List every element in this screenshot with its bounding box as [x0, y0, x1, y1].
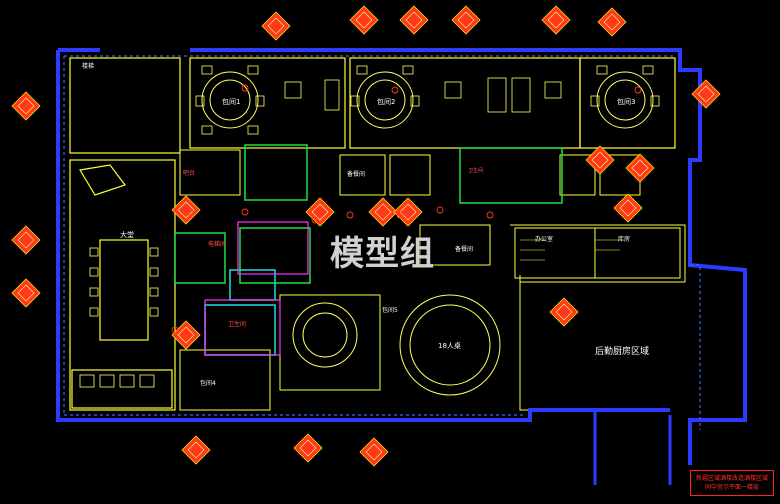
- label-storage: 库房: [618, 235, 630, 243]
- service-rooms: [179, 149, 681, 411]
- callout-marker: [171, 320, 201, 350]
- room-tags: [171, 84, 642, 334]
- title-line-1: 新疆区域酒楼改造酒楼区域: [695, 475, 768, 482]
- callout-marker: [359, 437, 389, 467]
- label-private3: 包间3: [617, 97, 635, 106]
- callout-marker: [399, 5, 429, 35]
- label-office: 办公室: [535, 235, 553, 243]
- conference-chairs: [79, 247, 159, 388]
- callout-marker: [181, 435, 211, 465]
- callout-marker: [393, 197, 423, 227]
- label-kitchen-area: 后勤厨房区域: [595, 345, 649, 357]
- callout-marker: [368, 197, 398, 227]
- outer-wall-dashed: [63, 55, 701, 430]
- callout-marker: [549, 297, 579, 327]
- outer-walls: [56, 48, 747, 485]
- callout-marker: [11, 91, 41, 121]
- callout-marker: [691, 79, 721, 109]
- callout-markers: [11, 5, 721, 467]
- callout-marker: [625, 153, 655, 183]
- callout-marker: [597, 7, 627, 37]
- label-pantry: 备餐间: [347, 170, 365, 178]
- callout-marker: [261, 11, 291, 41]
- callout-marker: [585, 145, 615, 175]
- callout-marker: [171, 195, 201, 225]
- label-private1: 包间1: [222, 97, 240, 106]
- label-bar: 吧台: [183, 169, 195, 177]
- label-private2: 包间2: [377, 97, 395, 106]
- top-rooms: [69, 57, 676, 154]
- label-lobby: 大堂: [120, 230, 134, 239]
- callout-marker: [451, 5, 481, 35]
- callout-marker: [613, 193, 643, 223]
- kitchen-boundary: [510, 224, 686, 411]
- title-line-2: 同中宫示平面一楼层: [704, 484, 759, 491]
- callout-marker: [349, 5, 379, 35]
- callout-marker: [541, 5, 571, 35]
- label-elevator: 电梯间: [208, 240, 226, 248]
- watermark-text: 模型组: [330, 234, 435, 274]
- hatch-office: [520, 239, 620, 261]
- callout-marker: [305, 197, 335, 227]
- callout-marker: [11, 278, 41, 308]
- label-restroom: 卫生间: [468, 167, 483, 174]
- label-dining: 包间5: [382, 306, 398, 314]
- label-pantry2: 备餐间: [455, 245, 473, 253]
- label-stairs: 楼梯: [82, 62, 94, 70]
- label-entry-corner: 包间4: [200, 379, 216, 387]
- callout-marker: [11, 225, 41, 255]
- magenta-highlights: [204, 221, 309, 356]
- title-block: 新疆区域酒楼改造酒楼区域 同中宫示平面一楼层: [690, 470, 774, 496]
- label-table18: 18人桌: [438, 341, 461, 350]
- chairs-top: [195, 65, 660, 135]
- round-tables: [201, 71, 654, 396]
- callout-marker: [293, 433, 323, 463]
- label-restroom2: 卫生间: [228, 320, 246, 328]
- lobby: [69, 159, 176, 411]
